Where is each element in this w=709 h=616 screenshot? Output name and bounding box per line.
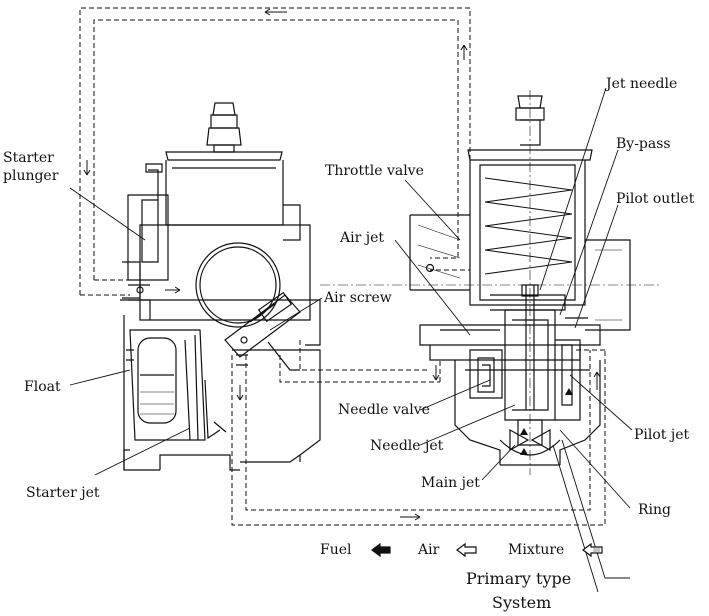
label-jet-needle: Jet needle <box>606 76 678 92</box>
right-carburetor-body <box>409 95 631 466</box>
label-starter-plunger-line2: plunger <box>3 168 59 184</box>
legend-fuel-label: Fuel <box>320 542 352 558</box>
mixture-arrow-icon <box>582 542 603 558</box>
label-air-screw: Air screw <box>324 290 392 306</box>
leader-lines <box>69 87 633 593</box>
fuel-arrow-icon <box>371 542 391 558</box>
legend-mixture-label: Mixture <box>508 542 565 558</box>
label-starter-plunger-line1: Starter <box>3 150 54 166</box>
label-main-jet: Main jet <box>421 475 480 491</box>
label-pilot-outlet: Pilot outlet <box>616 191 695 207</box>
fuel-flow-arrows <box>520 388 573 455</box>
legend-air-label: Air <box>418 542 440 558</box>
flow-arrows-air <box>83 8 601 521</box>
left-carburetor-body <box>120 102 321 471</box>
label-needle-jet: Needle jet <box>370 438 444 454</box>
label-by-pass: By-pass <box>616 136 671 152</box>
air-arrow-icon <box>456 542 477 558</box>
label-ring: Ring <box>638 502 671 518</box>
label-throttle-valve: Throttle valve <box>325 163 424 179</box>
legend-symbols <box>371 542 603 558</box>
label-float: Float <box>24 379 61 395</box>
air-passage-dashed <box>79 7 606 526</box>
label-pilot-jet: Pilot jet <box>634 427 690 443</box>
label-needle-valve: Needle valve <box>338 402 430 418</box>
label-system: System <box>492 593 552 612</box>
label-air-jet: Air jet <box>340 230 384 246</box>
label-starter-jet: Starter jet <box>26 485 100 501</box>
label-primary-type: Primary type <box>466 569 572 588</box>
centerlines <box>320 90 660 475</box>
